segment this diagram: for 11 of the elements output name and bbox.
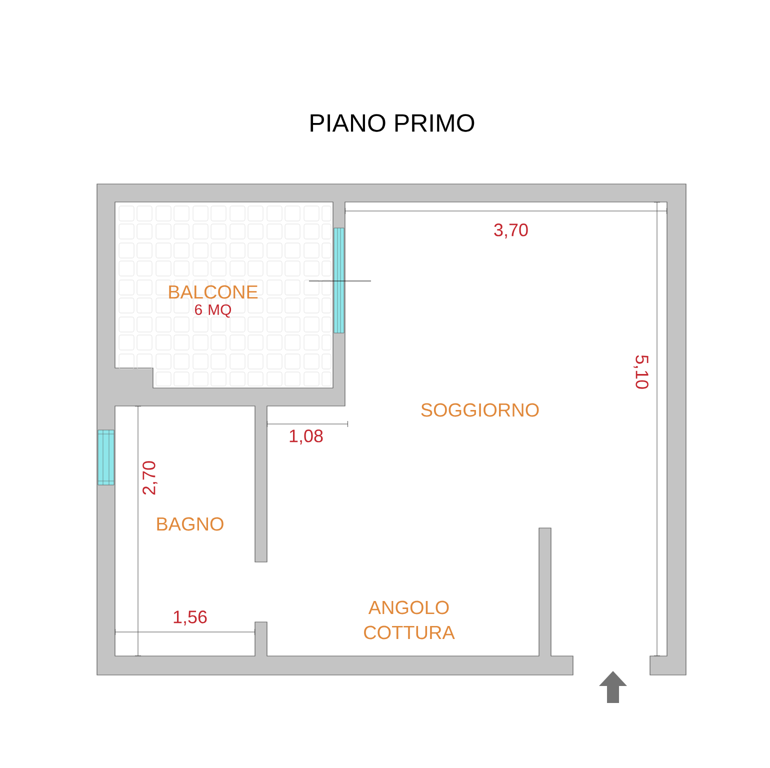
room-label: BALCONE — [169, 285, 258, 299]
title: PIANO PRIMO — [310, 114, 474, 132]
room-label: ANGOLO COTTURA — [364, 600, 455, 640]
dimension-label: 3,70 — [494, 224, 528, 238]
dimension-label: 1,08 — [290, 430, 323, 444]
dimension-label: 1,56 — [174, 610, 207, 626]
dimension-label: 5,10 — [634, 355, 648, 389]
room-label: BAGNO — [157, 517, 224, 531]
room-label: SOGGIORNO — [421, 403, 539, 417]
area-label: 6 MQ — [195, 304, 232, 318]
dimension-label: 2,70 — [142, 461, 158, 495]
